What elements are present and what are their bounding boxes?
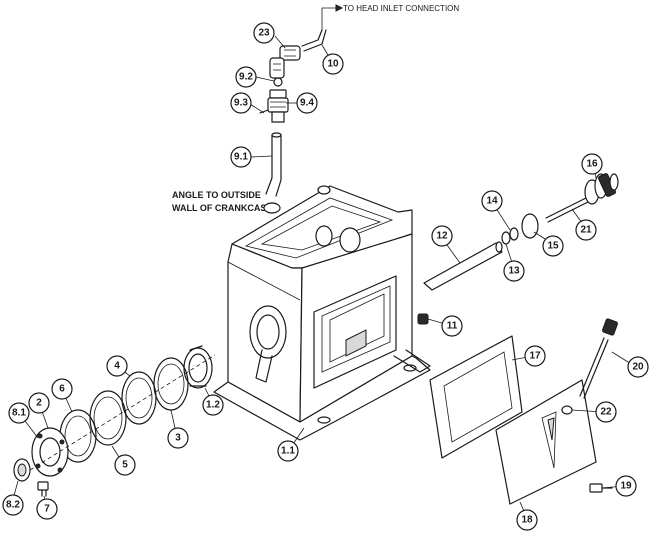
svg-text:18: 18 (521, 515, 533, 526)
svg-text:15: 15 (547, 241, 559, 252)
svg-text:9.2: 9.2 (239, 72, 253, 83)
callout-15: 15 (542, 235, 564, 257)
callout-18: 18 (516, 509, 538, 531)
svg-text:19: 19 (620, 481, 632, 492)
svg-text:20: 20 (632, 362, 644, 373)
callout-23: 23 (253, 22, 275, 44)
callout-9-2: 9.2 (235, 66, 257, 88)
svg-text:22: 22 (600, 407, 612, 418)
angle-note-line1: ANGLE TO OUTSIDE (172, 190, 261, 200)
callout-13: 13 (503, 260, 525, 282)
svg-text:11: 11 (447, 321, 458, 332)
part-15-washer (521, 213, 539, 239)
part-17-gasket (429, 335, 523, 459)
callout-16: 16 (581, 153, 603, 175)
assembly-axis (29, 354, 216, 471)
callout-1-2: 1.2 (202, 394, 224, 416)
part-20-dipstick (579, 318, 618, 399)
callout-2: 2 (28, 392, 50, 414)
callout-1-1: 1.1 (277, 440, 299, 462)
callout-3: 3 (167, 427, 189, 449)
part-21-rod (545, 195, 593, 223)
part-9-2-ball (273, 77, 283, 87)
part-9-4-valve-body (259, 89, 289, 123)
svg-text:6: 6 (59, 384, 65, 395)
svg-text:9.1: 9.1 (234, 152, 248, 163)
callout-4: 4 (106, 355, 128, 377)
callout-12: 12 (431, 225, 453, 247)
svg-text:23: 23 (258, 28, 270, 39)
part-11-plug (417, 313, 429, 325)
part-16-fitting (584, 173, 619, 205)
svg-text:21: 21 (580, 225, 592, 236)
callout-21: 21 (575, 219, 597, 241)
svg-text:2: 2 (36, 398, 42, 409)
part-10-tube (301, 29, 327, 52)
svg-text:8.1: 8.1 (12, 408, 26, 419)
part-8-2-seal (13, 458, 31, 482)
svg-text:4: 4 (114, 361, 120, 372)
part-14-o-ring (509, 227, 519, 241)
svg-text:1.1: 1.1 (281, 446, 295, 457)
angle-note: ANGLE TO OUTSIDE WALL OF CRANKCASE (172, 190, 272, 213)
head-inlet-note: TO HEAD INLET CONNECTION (321, 4, 459, 30)
svg-text:3: 3 (175, 433, 181, 444)
svg-text:16: 16 (586, 159, 598, 170)
part-4-gasket (121, 371, 157, 425)
callout-6: 6 (51, 378, 73, 400)
callout-22: 22 (595, 401, 617, 423)
callout-19: 19 (615, 475, 637, 497)
callout-10: 10 (322, 53, 344, 75)
svg-text:17: 17 (529, 351, 541, 362)
part-2-cover (31, 427, 69, 477)
callout-11: 11 (441, 315, 463, 337)
part-12-sleeve (423, 241, 503, 291)
svg-text:10: 10 (327, 59, 339, 70)
part-9-1-tube (265, 132, 282, 197)
svg-text:8.2: 8.2 (6, 500, 20, 511)
callout-14: 14 (481, 190, 503, 212)
callout-8-1: 8.1 (8, 402, 30, 424)
callout-9-3: 9.3 (230, 92, 252, 114)
part-3-gasket (153, 357, 189, 411)
part-13-ring (501, 231, 511, 245)
svg-text:14: 14 (486, 196, 498, 207)
callout-7: 7 (36, 498, 58, 520)
head-inlet-label: TO HEAD INLET CONNECTION (343, 4, 459, 13)
part-19-bolt (589, 483, 613, 493)
angle-note-line2: WALL OF CRANKCASE (172, 203, 272, 213)
callout-9-1: 9.1 (230, 146, 252, 168)
part-22-port (561, 405, 573, 415)
svg-text:12: 12 (436, 231, 448, 242)
svg-text:9.3: 9.3 (234, 98, 248, 109)
callout-17: 17 (524, 345, 546, 367)
part-7-bolt (37, 481, 49, 497)
part-5-gasket (89, 390, 127, 446)
callout-8-2: 8.2 (2, 494, 24, 516)
svg-text:9.4: 9.4 (300, 98, 314, 109)
svg-text:13: 13 (508, 266, 520, 277)
part-1-1-crankcase (213, 185, 431, 441)
svg-text:5: 5 (122, 460, 128, 471)
svg-text:1.2: 1.2 (206, 400, 220, 411)
callout-5: 5 (114, 454, 136, 476)
part-23-elbow (269, 45, 301, 79)
callout-9-4: 9.4 (296, 92, 318, 114)
svg-text:7: 7 (44, 504, 50, 515)
callout-20: 20 (627, 356, 649, 378)
